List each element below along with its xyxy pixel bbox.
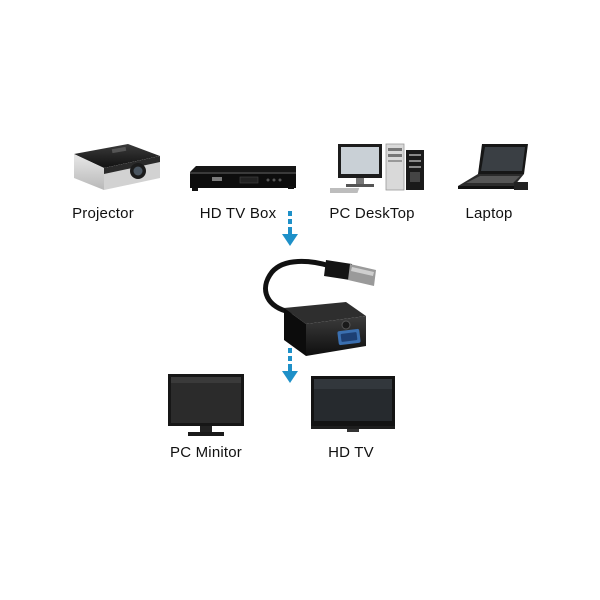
laptop-icon bbox=[456, 142, 532, 192]
arrow-down-icon bbox=[281, 211, 299, 249]
source-label-laptop: Laptop bbox=[465, 205, 513, 222]
hd-tv-icon bbox=[311, 376, 395, 432]
usb-to-vga-adapter-icon bbox=[250, 250, 390, 362]
source-label-projector: Projector bbox=[72, 205, 134, 222]
arrow-down-icon bbox=[281, 348, 299, 386]
output-label-pc-monitor: PC Minitor bbox=[169, 444, 243, 461]
set-top-box-icon bbox=[188, 166, 298, 192]
output-label-hd-tv: HD TV bbox=[328, 444, 374, 461]
projector-icon bbox=[68, 140, 163, 196]
pc-monitor-icon bbox=[168, 374, 244, 438]
source-label-pc-desktop: PC DeskTop bbox=[329, 205, 415, 222]
source-label-hd-tv-box: HD TV Box bbox=[199, 205, 277, 222]
desktop-pc-icon bbox=[330, 142, 426, 194]
